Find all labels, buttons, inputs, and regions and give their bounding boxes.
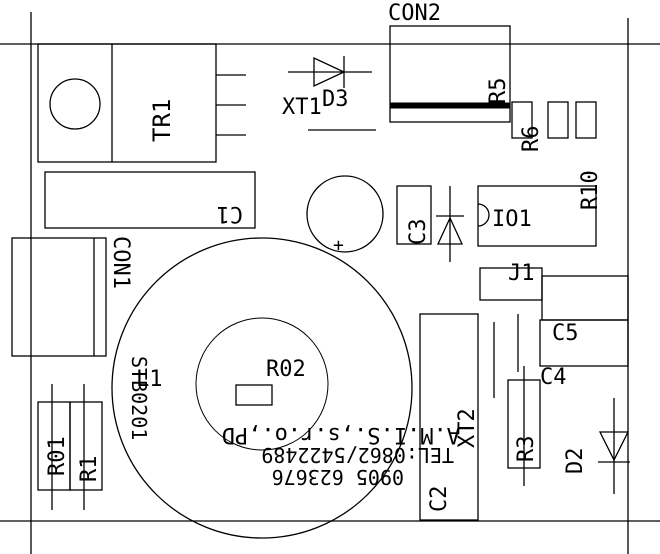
c2-xt2-component: XT2 C2 (419, 313, 480, 521)
c4-label: C4 (540, 365, 567, 390)
r02-label: R02 (266, 357, 306, 382)
silkscreen-text: A.M.I.S.,s.r.o.,PD TEL:0862/5422489 0905… (222, 422, 460, 489)
r3-resistor: R3 (507, 366, 541, 486)
fax-text: 0905 623676 (272, 465, 404, 489)
j1-jumper: J1 (479, 261, 543, 301)
c5-capacitor: C5 (539, 275, 629, 367)
j1-label: J1 (508, 261, 535, 286)
l1-label: L1 (136, 367, 163, 392)
d2-diode: D2 (563, 398, 630, 494)
d2-label: D2 (563, 448, 588, 475)
con1-connector: CON1 (11, 236, 133, 357)
io1-ic: IO1 (477, 185, 597, 247)
r01-label: R01 (45, 436, 70, 476)
d3-diode: XT1 D3 (282, 56, 376, 131)
io1-label: IO1 (492, 207, 532, 232)
con2-label: CON2 (388, 1, 441, 26)
r6-r10-resistors: R6 R10 (511, 101, 603, 210)
d3-label: D3 (322, 87, 349, 112)
r3-label: R3 (514, 436, 539, 463)
c3-capacitor: C3 (396, 185, 432, 246)
c1-capacitor: C1 (44, 171, 256, 229)
c4-capacitor: C4 (493, 314, 567, 398)
tr1-label: TR1 (148, 99, 176, 142)
zener-diode (436, 186, 464, 262)
r02-resistor: R02 (235, 357, 306, 406)
xt2-label: XT2 (455, 408, 480, 448)
plus-sign-label: + (333, 235, 344, 256)
c1-label: C1 (217, 201, 244, 226)
xt1-label: XT1 (282, 95, 322, 120)
r6-label: R6 (519, 126, 544, 153)
tr1-transistor: TR1 (37, 43, 246, 163)
r01-r1-resistors: R01 R1 (37, 384, 103, 510)
r5-label: R5 (486, 78, 511, 105)
c2-label: C2 (427, 486, 452, 513)
con1-label: CON1 (108, 236, 133, 289)
tel-text: TEL:0862/5422489 (261, 443, 454, 467)
company-text: A.M.I.S.,s.r.o.,PD (222, 422, 460, 447)
r1-label: R1 (77, 456, 102, 483)
c5-label: C5 (552, 321, 579, 346)
l1-inductor: L1 STB0201 (111, 237, 413, 539)
r10-label: R10 (578, 170, 603, 210)
con2-connector: CON2 R5 (388, 1, 511, 123)
c3-label: C3 (406, 219, 431, 246)
electrolytic-capacitor: + (306, 175, 384, 256)
board-code-label: STB0201 (127, 356, 151, 440)
